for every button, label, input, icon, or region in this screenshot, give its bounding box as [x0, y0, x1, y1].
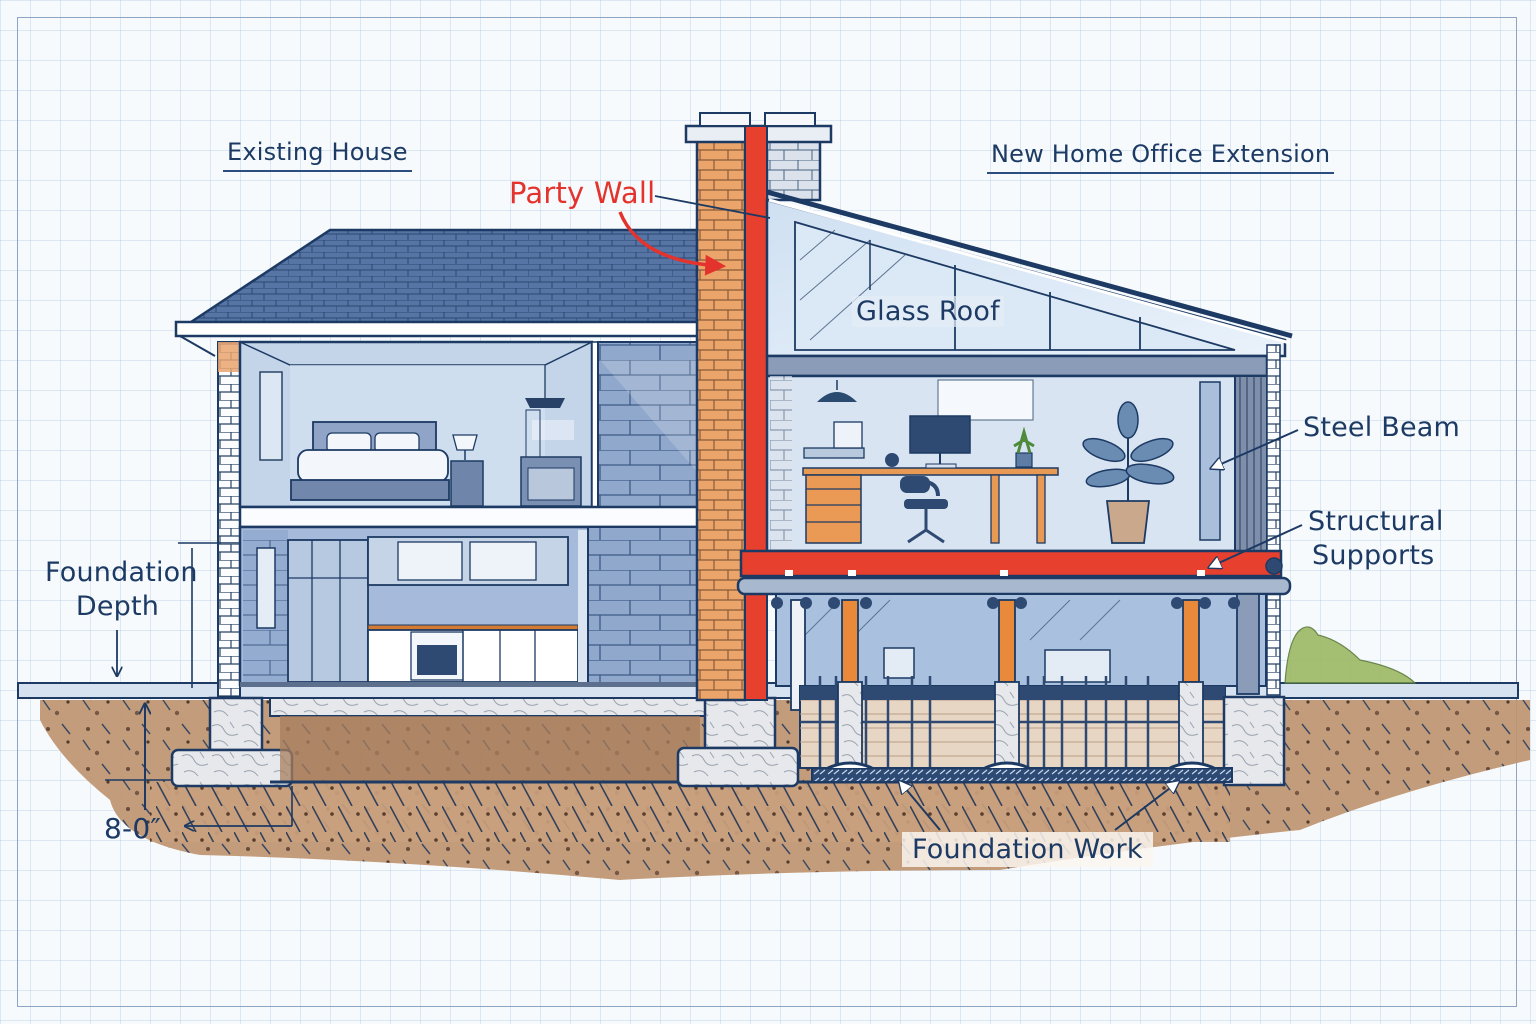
structural-supports-label: Structural Supports	[1308, 505, 1444, 573]
callout-arrows	[105, 195, 1303, 831]
party-wall-arrow-icon	[618, 211, 727, 276]
existing-house	[174, 228, 744, 698]
plant-icon	[1013, 401, 1175, 544]
structural-supports-arrow-icon	[1210, 524, 1303, 567]
foundation-depth-value: 8-0″	[104, 812, 161, 845]
chair-icon	[900, 476, 948, 544]
new-extension	[736, 189, 1293, 787]
shrub	[1284, 626, 1417, 684]
existing-foundation	[170, 696, 1230, 788]
foundation-depth-line1: Foundation	[45, 557, 198, 588]
steel-beam	[739, 549, 1283, 578]
party-wall	[744, 125, 768, 701]
lamp-icon	[450, 434, 484, 507]
steel-beam-label: Steel Beam	[1303, 412, 1461, 443]
party-wall-label: Party Wall	[509, 176, 656, 210]
foundation-work-label: Foundation Work	[902, 832, 1153, 867]
foundation-depth-line2: Depth	[75, 591, 160, 622]
glass-roof-label: Glass Roof	[852, 296, 1004, 327]
foundation-depth-label: Foundation Depth	[45, 556, 198, 624]
monitor-icon	[909, 415, 971, 469]
bed-icon	[290, 421, 450, 501]
oven-icon	[410, 631, 464, 681]
existing-house-title: Existing House	[223, 138, 412, 172]
pendant-lamp-icon	[817, 380, 857, 402]
new-extension-title: New Home Office Extension	[987, 140, 1335, 174]
steel-beam-arrow-icon	[1212, 429, 1299, 468]
foundation-work-arrow-right-icon	[1114, 782, 1178, 831]
structural-supports-line1: Structural	[1308, 506, 1444, 537]
foundation-work-arrow-left-icon	[900, 782, 941, 831]
structural-supports-line2: Supports	[1312, 540, 1435, 571]
